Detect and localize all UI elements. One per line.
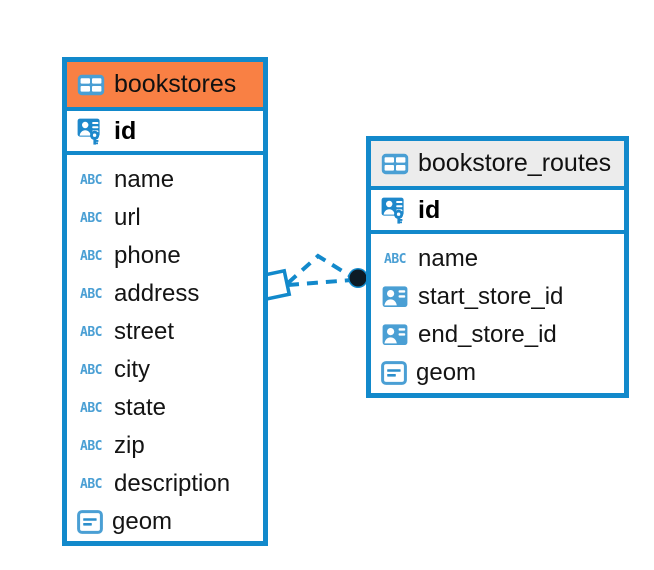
primary-key-label: id	[418, 195, 441, 224]
abc-icon: ABC	[80, 324, 102, 340]
abc-icon: ABC	[80, 476, 102, 492]
field-label: name	[418, 245, 479, 272]
field-row-phone[interactable]: ABC phone	[67, 237, 263, 275]
field-label: address	[114, 280, 200, 307]
field-row-start-store-id[interactable]: start_store_id	[371, 278, 624, 316]
field-row-zip[interactable]: ABC zip	[67, 427, 263, 465]
table-icon	[381, 153, 409, 175]
field-row-name[interactable]: ABC name	[371, 240, 624, 278]
field-label: name	[114, 166, 175, 193]
abc-icon: ABC	[80, 210, 102, 226]
field-row-geom[interactable]: geom	[371, 354, 624, 392]
abc-icon: ABC	[80, 438, 102, 454]
primary-key-icon	[77, 117, 105, 145]
primary-key-row-bookstores[interactable]: id	[67, 107, 263, 155]
field-row-street[interactable]: ABC street	[67, 313, 263, 351]
relationship-circle-marker	[349, 269, 367, 287]
relationship-circle-halo	[348, 268, 368, 288]
field-list-bookstores: ABC name ABC url ABC phone ABC address A…	[67, 155, 263, 545]
foreign-key-icon	[381, 284, 409, 310]
geometry-icon	[381, 361, 407, 385]
entity-title: bookstores	[114, 70, 237, 98]
field-label: city	[114, 356, 150, 383]
entity-bookstores[interactable]: bookstores	[62, 57, 268, 546]
field-label: state	[114, 394, 167, 421]
field-label: phone	[114, 242, 181, 269]
field-row-name[interactable]: ABC name	[67, 161, 263, 199]
geometry-icon	[77, 510, 103, 534]
field-label: geom	[112, 508, 173, 535]
abc-icon: ABC	[80, 248, 102, 264]
field-row-state[interactable]: ABC state	[67, 389, 263, 427]
field-label: url	[114, 204, 141, 231]
abc-icon: ABC	[80, 172, 102, 188]
field-label: zip	[114, 432, 145, 459]
field-list-bookstore-routes: ABC name start_store_id	[371, 234, 624, 396]
field-label: street	[114, 318, 175, 345]
abc-icon: ABC	[384, 251, 406, 267]
field-row-url[interactable]: ABC url	[67, 199, 263, 237]
field-row-end-store-id[interactable]: end_store_id	[371, 316, 624, 354]
primary-key-icon	[381, 196, 409, 224]
abc-icon: ABC	[80, 362, 102, 378]
field-row-description[interactable]: ABC description	[67, 465, 263, 503]
entity-bookstore-routes[interactable]: bookstore_routes	[366, 136, 629, 398]
abc-icon: ABC	[80, 286, 102, 302]
entity-header-bookstores[interactable]: bookstores	[67, 62, 263, 107]
foreign-key-icon	[381, 322, 409, 348]
primary-key-row-bookstore-routes[interactable]: id	[371, 186, 624, 234]
entity-header-bookstore-routes[interactable]: bookstore_routes	[371, 141, 624, 186]
primary-key-label: id	[114, 116, 137, 145]
table-icon	[77, 74, 105, 96]
entity-title: bookstore_routes	[418, 149, 612, 177]
field-row-geom[interactable]: geom	[67, 503, 263, 541]
field-row-city[interactable]: ABC city	[67, 351, 263, 389]
field-row-address[interactable]: ABC address	[67, 275, 263, 313]
relationship-line-lower	[287, 278, 353, 287]
field-label: description	[114, 470, 231, 497]
relationship-line-upper	[286, 253, 354, 285]
field-label: start_store_id	[418, 283, 564, 310]
field-label: geom	[416, 359, 477, 386]
abc-icon: ABC	[80, 400, 102, 416]
field-label: end_store_id	[418, 321, 557, 348]
